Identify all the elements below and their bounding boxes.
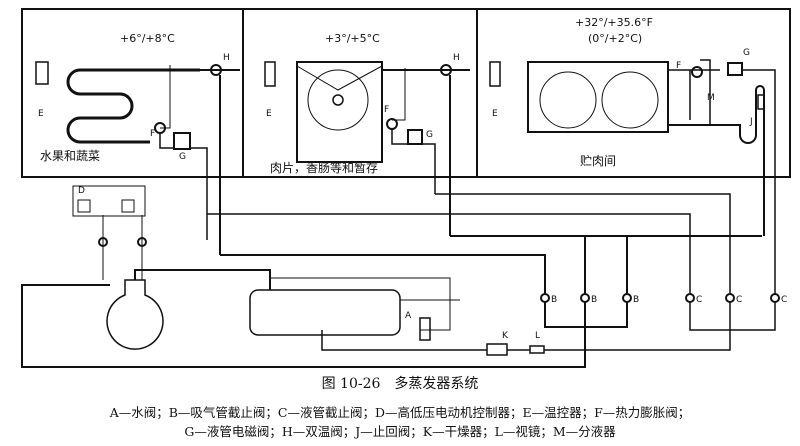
fan-icon [601,71,659,129]
dryer-k-icon [486,343,508,356]
label-g: G [179,152,186,162]
label-h: H [223,53,230,63]
label-d: D [78,186,85,196]
label-j: J [749,117,753,127]
liquid-valves-c [685,293,780,303]
room-2-temp: +3°/+5°C [325,32,380,45]
legend-line-1: A—水阀；B—吸气管截止阀；C—液管截止阀；D—高低压电动机控制器；E—温控器；… [109,405,691,420]
sight-glass-l-icon [529,345,545,354]
label-e: E [492,109,498,119]
figure-caption: 图 10-26 多蒸发器系统 [321,376,479,392]
fan-icon [307,69,369,131]
room-box-3 [476,8,791,178]
room-2-equipment [264,61,470,236]
solenoid-valve-g-icon [407,129,423,145]
room-3-equipment [489,59,776,260]
expansion-valve-f-icon [691,66,703,78]
controller-d [72,185,146,217]
evaporator-coil [66,68,200,144]
label-b: B [591,295,597,305]
label-f: F [384,105,389,115]
label-g: G [743,48,750,58]
room-1-name: 水果和蔬菜 [40,149,100,163]
piping [21,193,776,368]
suction-valves-b [540,293,632,303]
label-e: E [266,109,272,119]
label-f: F [676,61,681,71]
dual-temp-valve-h-icon [440,64,452,76]
room-2-name: 肉片，香肠等和暂存 [270,161,378,175]
evaporator-unit [296,61,383,163]
solenoid-valve-g-icon [173,132,191,150]
label-b: B [551,295,557,305]
label-l: L [535,331,540,341]
label-g: G [426,130,433,140]
label-e: E [38,109,44,119]
solenoid-valve-g-icon [727,62,743,76]
label-c: C [736,295,742,305]
compressor [106,279,164,350]
water-valve-a-icon [419,317,431,341]
legend-line-2: G—液管电磁阀；H—双温阀；J—止回阀；K—干燥器；L—视镜；M—分液器 [184,424,616,439]
gauge-icon [98,237,108,247]
label-h: H [453,53,460,63]
room-3-name: 贮肉间 [580,153,616,168]
gauge-icon [137,237,147,247]
room-1-equipment [35,61,240,255]
receiver [249,289,401,336]
room-1-temp: +6°/+8°C [120,32,175,45]
dual-temp-valve-h-icon [210,64,222,76]
fan-icon [539,71,597,129]
label-m: M [707,93,715,103]
thermostat-e-icon [489,61,501,87]
thermostat-e-icon [264,61,276,87]
label-b: B [633,295,639,305]
room-3-temp-celsius: (0°/+2°C) [588,32,642,45]
label-c: C [781,295,787,305]
label-f: F [150,129,155,139]
evaporator-unit [527,61,669,133]
room-3-temp: +32°/+35.6°F [575,16,653,29]
check-valve-j-icon [757,94,765,110]
thermostat-e-icon [35,61,49,85]
label-a: A [405,311,412,321]
label-c: C [696,295,702,305]
label-k: K [502,331,509,341]
